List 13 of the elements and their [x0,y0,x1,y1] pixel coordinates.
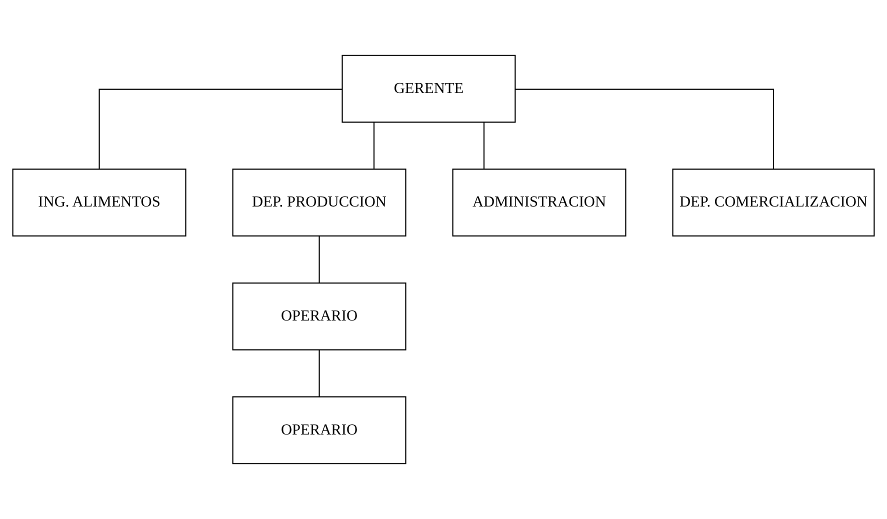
node-box: DEP. PRODUCCION [232,168,406,237]
node-box: ING. ALIMENTOS [12,168,186,237]
connector [373,122,375,169]
connector [318,236,320,283]
connector [98,88,342,169]
node-box: ADMINISTRACION [452,168,626,237]
connector [318,350,320,397]
connector [483,122,485,169]
connector [515,88,774,169]
node-box: DEP. COMERCIALIZACION [672,168,875,237]
node-box: OPERARIO [232,282,406,350]
node-box: OPERARIO [232,396,406,464]
node-box: GERENTE [342,54,516,123]
